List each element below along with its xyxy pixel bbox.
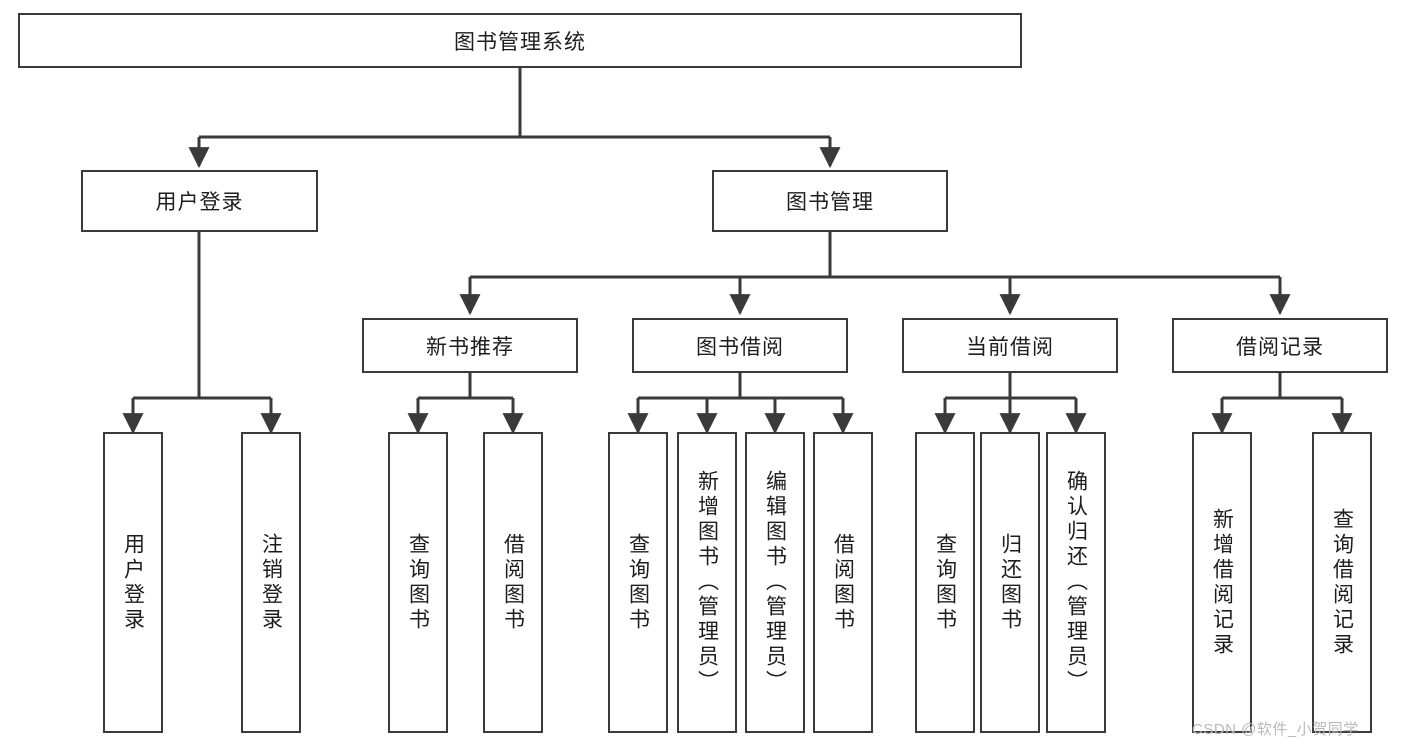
- leaf-current-borrow-query[interactable]: 查询图书: [915, 432, 975, 733]
- node-book-borrow[interactable]: 图书借阅: [632, 318, 848, 373]
- leaf-label: 新增图书（管理员）: [695, 470, 719, 695]
- leaf-label: 归还图书: [998, 532, 1022, 633]
- leaf-new-book-query[interactable]: 查询图书: [388, 432, 448, 733]
- leaf-current-borrow-return[interactable]: 归还图书: [980, 432, 1040, 733]
- leaf-book-borrow-edit[interactable]: 编辑图书（管理员）: [745, 432, 805, 733]
- node-book-management[interactable]: 图书管理: [712, 170, 948, 232]
- leaf-new-book-borrow[interactable]: 借阅图书: [483, 432, 543, 733]
- node-root[interactable]: 图书管理系统: [18, 13, 1022, 68]
- leaf-book-borrow-add[interactable]: 新增图书（管理员）: [677, 432, 737, 733]
- leaf-label: 新增借阅记录: [1210, 507, 1234, 658]
- leaf-label: 查询图书: [406, 532, 430, 633]
- node-new-book-recommend[interactable]: 新书推荐: [362, 318, 578, 373]
- node-borrow-record[interactable]: 借阅记录: [1172, 318, 1388, 373]
- leaf-label: 借阅图书: [501, 532, 525, 633]
- leaf-user-login-logout[interactable]: 注销登录: [241, 432, 301, 733]
- leaf-label: 借阅图书: [831, 532, 855, 633]
- leaf-label: 确认归还（管理员）: [1064, 470, 1088, 695]
- leaf-label: 查询图书: [626, 532, 650, 633]
- node-user-login[interactable]: 用户登录: [81, 170, 318, 232]
- leaf-label: 注销登录: [259, 532, 283, 633]
- leaf-label: 编辑图书（管理员）: [763, 470, 787, 695]
- node-current-borrow[interactable]: 当前借阅: [902, 318, 1118, 373]
- leaf-book-borrow-query[interactable]: 查询图书: [608, 432, 668, 733]
- leaf-label: 查询图书: [933, 532, 957, 633]
- leaf-borrow-record-add[interactable]: 新增借阅记录: [1192, 432, 1252, 733]
- leaf-book-borrow-borrow[interactable]: 借阅图书: [813, 432, 873, 733]
- leaf-current-borrow-confirm-return[interactable]: 确认归还（管理员）: [1046, 432, 1106, 733]
- leaf-label: 查询借阅记录: [1330, 507, 1354, 658]
- leaf-label: 用户登录: [121, 532, 145, 633]
- watermark-text: CSDN @软件_小贺同学: [1192, 721, 1359, 738]
- leaf-borrow-record-query[interactable]: 查询借阅记录: [1312, 432, 1372, 733]
- leaf-user-login-login[interactable]: 用户登录: [103, 432, 163, 733]
